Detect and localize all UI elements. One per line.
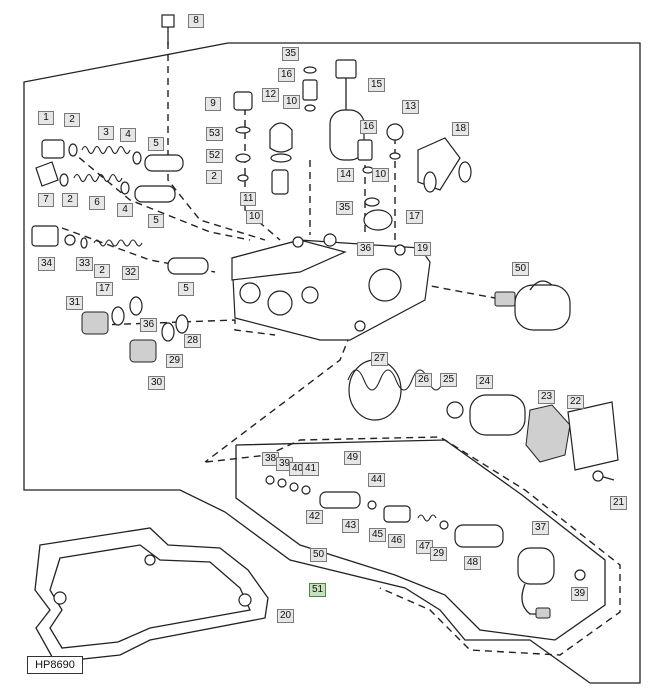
gasket: [34, 527, 269, 663]
gasket-hole: [144, 554, 156, 566]
kit-outline: [235, 439, 606, 641]
top-parts: [161, 14, 472, 231]
figure-id-label: HP8690: [27, 656, 83, 674]
gasket-hole: [53, 591, 67, 605]
left-parts: [31, 139, 209, 363]
kit-outline-dashed: [205, 436, 621, 656]
assembly-outline: [23, 42, 641, 684]
gasket-hole: [238, 593, 252, 607]
right-parts: [347, 280, 619, 482]
kit-parts: [265, 475, 586, 619]
valve-housing: [231, 233, 431, 341]
